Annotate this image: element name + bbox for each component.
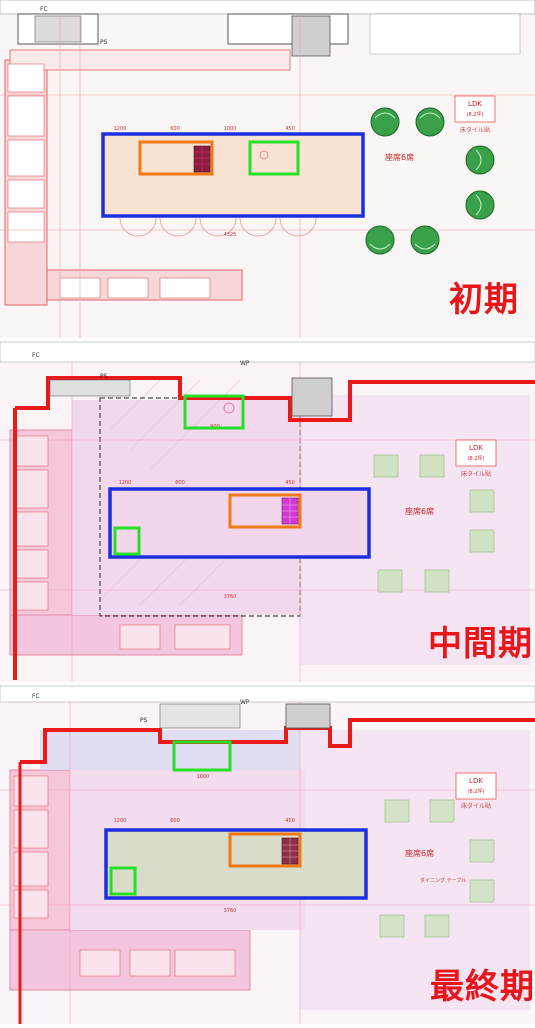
sink-outline <box>228 493 302 529</box>
appliance-outline <box>183 394 245 430</box>
sink-outline <box>228 832 302 868</box>
floor-text: 床タイル貼 <box>461 470 491 478</box>
dim-label: 450 <box>285 480 295 486</box>
phase-label-initial: 初期 <box>449 280 519 320</box>
appliance-outline <box>248 140 300 176</box>
wp-label: WP <box>240 699 250 706</box>
dim-label: 1200 <box>114 818 127 824</box>
seating-label: 座席6席 <box>405 506 434 516</box>
dim-label: 1000 <box>197 774 210 780</box>
area-text: (8.2坪) <box>468 788 485 795</box>
fc-label: FC <box>32 352 40 359</box>
island-outline <box>104 828 368 900</box>
table-label: ダイニング テーブル <box>420 877 466 884</box>
floor-text: 床タイル貼 <box>461 802 491 810</box>
sink-outline <box>138 140 214 176</box>
dim-label: 1000 <box>224 126 237 132</box>
dim-label: 450 <box>285 818 295 824</box>
fc-label: FC <box>32 693 40 700</box>
dim-label: 3760 <box>224 594 237 600</box>
floor-text: 床タイル貼 <box>460 126 490 134</box>
area-text: (8.2坪) <box>467 111 484 118</box>
room-label: LDK <box>468 100 482 108</box>
area-text: (8.2坪) <box>468 455 485 462</box>
ps-label: PS <box>140 717 148 724</box>
appliance-outline <box>113 526 141 556</box>
dim-label: 1200 <box>114 126 127 132</box>
dim-label: 4325 <box>224 232 237 238</box>
panel-initial: LDK (8.2坪) 床タイル貼 座席6席 1200 <box>0 0 535 338</box>
dim-label: 600 <box>170 818 180 824</box>
wp-label: WP <box>240 360 250 367</box>
panel-middle: LDK (8.2坪) 床タイル貼 座席6席 PS FC WP 1200 600 … <box>0 341 535 682</box>
seating-label: 座席6席 <box>385 152 414 162</box>
ps-label: PS <box>100 373 108 380</box>
appliance-outline <box>172 740 232 772</box>
phase-label-final: 最終期 <box>430 967 535 1007</box>
island-outline <box>101 132 365 218</box>
panel-final: LDK (8.2坪) 床タイル貼 座席6席 ダイニング テーブル PS FC W… <box>0 685 535 1024</box>
appliance-outline <box>109 866 137 896</box>
wall-outline <box>15 376 535 422</box>
dim-label: 3760 <box>224 908 237 914</box>
room-label: LDK <box>469 444 483 452</box>
phase-label-middle: 中間期 <box>428 624 533 664</box>
seating-label: 座席6席 <box>405 848 434 858</box>
dim-label: 1200 <box>119 480 132 486</box>
dim-label: 450 <box>285 126 295 132</box>
dim-label: 600 <box>175 480 185 486</box>
room-label: LDK <box>469 777 483 785</box>
island-outline <box>108 487 371 559</box>
dim-label: 600 <box>170 126 180 132</box>
fc-label: FC <box>40 6 48 13</box>
wall-outline <box>20 718 535 764</box>
ps-label: PS <box>100 39 108 46</box>
